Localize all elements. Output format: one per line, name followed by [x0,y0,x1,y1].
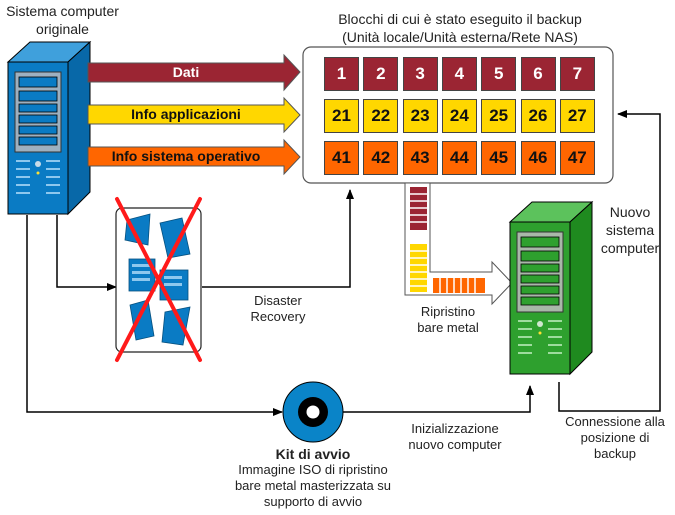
backup-block: 43 [402,141,438,175]
backup-block: 44 [441,141,477,175]
backup-title-line2: (Unità locale/Unità esterna/Rete NAS) [342,29,578,45]
boot-disk-icon [282,381,344,443]
backup-block: 24 [441,99,477,133]
backup-block: 47 [559,141,595,175]
connect-label: Connessione alla posizione di backup [555,414,675,462]
backup-block: 2 [363,57,399,91]
connect-line3: backup [594,446,636,461]
source-system-label: Sistema computer originale [0,2,125,38]
disaster-recovery-label: Disaster Recovery [228,293,328,325]
backup-block: 45 [481,141,517,175]
backup-block: 46 [520,141,556,175]
connector-lines [26,110,661,416]
cross-mark-icon [115,197,202,362]
source-label-line1: Sistema computer [6,3,119,19]
init-line1: Inizializzazione [411,421,499,436]
boot-kit-label: Kit di avvio Immagine ISO di ripristino … [223,446,403,510]
flow-arrow-data [87,53,301,92]
backup-block: 41 [324,141,359,175]
backup-block: 22 [363,99,399,133]
backup-block: 23 [402,99,438,133]
disaster-line1: Disaster [254,293,302,308]
boot-kit-desc-line3: supporto di avvio [263,494,363,509]
disaster-line2: Recovery [250,309,306,324]
new-system-line2: sistema [605,222,655,238]
backup-block: 27 [559,99,595,133]
line-disaster-recovery [202,189,354,288]
boot-kit-desc-line2: bare metal masterizzata su [234,478,392,493]
backup-title-line1: Blocchi di cui è stato eseguito il backu… [338,11,582,27]
new-server-icon [508,200,594,376]
restore-line2: bare metal [417,320,479,335]
line-to-disaster [56,215,117,291]
new-system-line1: Nuovo [609,204,651,220]
line-connect-backup [558,110,661,412]
backup-block: 25 [481,99,517,133]
backup-block: 5 [481,57,517,91]
init-line2: nuovo computer [408,437,502,452]
flow-label-apps: Info applicazioni [131,106,241,122]
backup-block: 4 [441,57,477,91]
backup-block: 3 [402,57,438,91]
connect-line2: posizione di [580,430,650,445]
flow-arrow-apps [87,96,301,134]
backup-block: 1 [324,57,359,91]
source-label-line2: originale [36,21,89,37]
new-system-label: Nuovo sistema computer [590,203,670,257]
line-to-boot-kit [26,215,283,416]
backup-block: 21 [324,99,359,133]
boot-kit-desc-line1: Immagine ISO di ripristino [238,462,388,477]
restore-label: Ripristino bare metal [398,304,498,336]
line-init-new-computer [343,385,534,413]
flow-label-os: Info sistema operativo [111,148,261,164]
restore-arrow [404,182,513,306]
connect-line1: Connessione alla [565,414,665,429]
backup-block: 6 [520,57,556,91]
init-label: Inizializzazione nuovo computer [380,421,530,453]
backup-block: 7 [559,57,595,91]
flow-arrow-os [87,138,301,176]
source-server-icon [6,40,92,216]
backup-block: 26 [520,99,556,133]
backup-store-title: Blocchi di cui è stato eseguito il backu… [300,10,620,46]
flow-label-data: Dati [172,64,200,80]
backup-block: 42 [363,141,399,175]
restore-line1: Ripristino [420,304,476,319]
new-system-line3: computer [600,240,660,256]
boot-kit-title: Kit di avvio [275,446,351,462]
